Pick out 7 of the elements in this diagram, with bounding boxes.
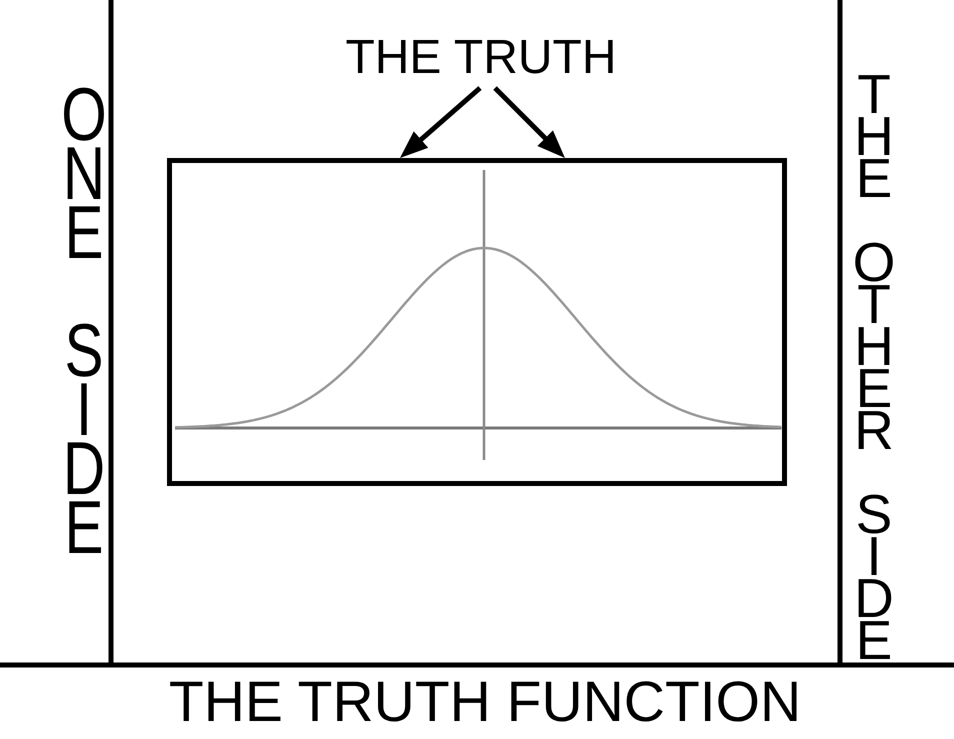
chart-frame	[167, 158, 787, 486]
caption: THE TRUTH FUNCTION	[168, 674, 802, 731]
vertical-label: THE OTHER SIDE	[852, 73, 896, 661]
node-label: THE TRUTH	[340, 34, 622, 88]
arrow	[400, 86, 482, 158]
vertical-label: ONE SIDE	[60, 85, 108, 557]
arrow	[493, 86, 565, 158]
